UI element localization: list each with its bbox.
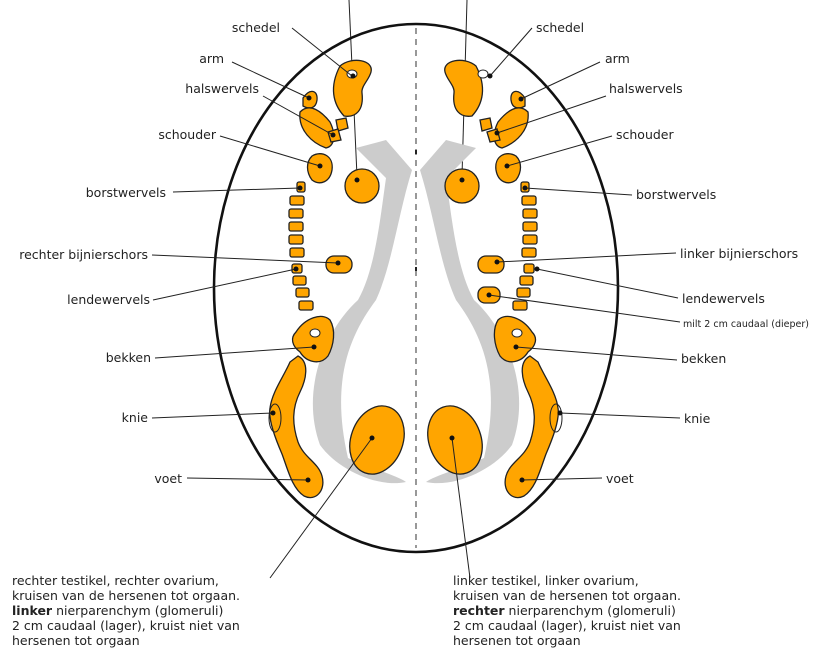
eye-right xyxy=(445,169,479,203)
thoracic-right xyxy=(521,182,537,273)
note-right-line1: linker testikel, linker ovarium, xyxy=(453,573,681,588)
label-left-lendewervels: lendewervels xyxy=(67,292,150,307)
adrenal-right xyxy=(478,256,504,273)
cervical-left xyxy=(300,108,334,148)
label-right-schedel: schedel xyxy=(536,20,584,35)
label-right-milt: milt 2 cm caudaal (dieper) xyxy=(683,319,809,330)
note-left-line1: rechter testikel, rechter ovarium, xyxy=(12,573,240,588)
label-right-halswervels: halswervels xyxy=(609,81,683,96)
note-left-line2: kruisen van de hersenen tot orgaan. xyxy=(12,588,240,603)
label-left-schedel: schedel xyxy=(232,20,280,35)
skull-left xyxy=(333,60,371,116)
label-left-borstwervels: borstwervels xyxy=(86,185,166,200)
label-right-schouder: schouder xyxy=(616,127,675,142)
lumbar-left xyxy=(293,276,313,310)
note-left-line3: linker nierparenchym (glomeruli) xyxy=(12,603,240,618)
note-right-line5: hersenen tot orgaan xyxy=(453,633,681,648)
note-right-line4: 2 cm caudaal (lager), kruist niet van xyxy=(453,618,681,633)
note-right-bold: rechter xyxy=(453,603,505,618)
label-left-bijnier: rechter bijnierschors xyxy=(19,247,148,262)
label-right-voet: voet xyxy=(606,471,634,486)
leg-left xyxy=(270,356,323,498)
label-left-halswervels: halswervels xyxy=(185,81,259,96)
label-right-bijnier: linker bijnierschors xyxy=(680,246,798,261)
label-left-schouder: schouder xyxy=(158,127,217,142)
thoracic-left xyxy=(289,182,305,273)
pelvis-left xyxy=(293,316,334,361)
note-left-line3-rest: nierparenchym (glomeruli) xyxy=(52,603,223,618)
note-left-line5: hersenen tot orgaan xyxy=(12,633,240,648)
label-right-arm: arm xyxy=(605,51,630,66)
pelvis-right xyxy=(494,316,535,361)
label-left-arm: arm xyxy=(199,51,224,66)
note-right: linker testikel, linker ovarium, kruisen… xyxy=(453,573,681,648)
label-right-knie: knie xyxy=(684,411,711,426)
label-left-bekken: bekken xyxy=(106,350,151,365)
label-right-borstwervels: borstwervels xyxy=(636,187,716,202)
note-left-line4: 2 cm caudaal (lager), kruist niet van xyxy=(12,618,240,633)
lumbar-right xyxy=(513,276,533,310)
note-right-line2: kruisen van de hersenen tot orgaan. xyxy=(453,588,681,603)
label-left-knie: knie xyxy=(122,410,149,425)
note-left-bold: linker xyxy=(12,603,52,618)
label-left-voet: voet xyxy=(154,471,182,486)
label-right-bekken: bekken xyxy=(681,351,726,366)
note-right-line3-rest: nierparenchym (glomeruli) xyxy=(505,603,676,618)
note-right-line3: rechter nierparenchym (glomeruli) xyxy=(453,603,681,618)
eye-left xyxy=(345,169,379,203)
skull-right xyxy=(445,60,483,116)
note-left: rechter testikel, rechter ovarium, kruis… xyxy=(12,573,240,648)
label-right-lendewervels: lendewervels xyxy=(682,291,765,306)
